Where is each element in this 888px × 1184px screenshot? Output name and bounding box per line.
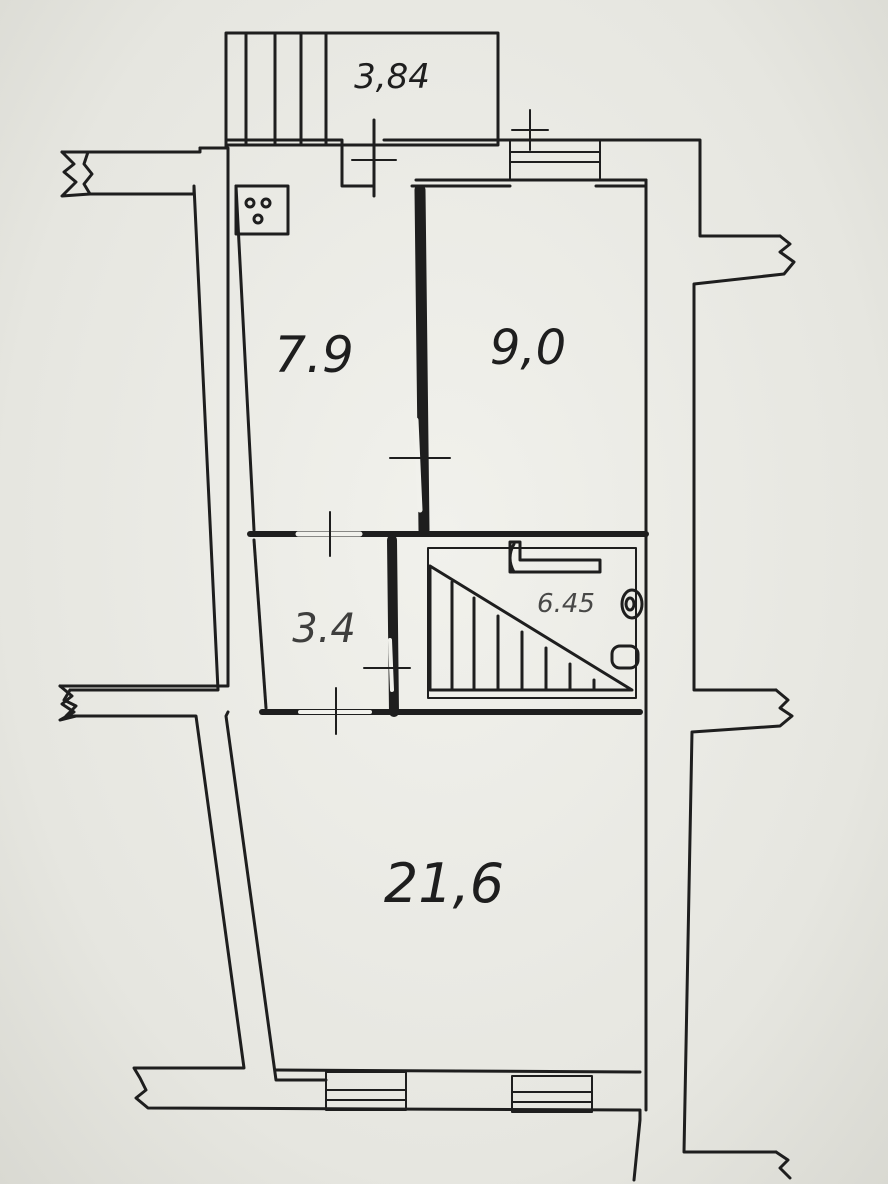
top-wall-right xyxy=(382,138,782,238)
outer-wall-right-lower xyxy=(682,688,794,1154)
kitchen-left-wall xyxy=(234,184,256,532)
break-mark-mid-left xyxy=(58,684,78,722)
toilet xyxy=(610,588,644,670)
bathtub xyxy=(427,547,637,699)
corridor-area-label: 3.4 xyxy=(292,606,356,652)
corridor-left-wall xyxy=(252,538,268,710)
break-mark-top-left xyxy=(60,150,92,198)
stove xyxy=(234,184,290,236)
window-bottom-right xyxy=(511,1075,593,1113)
kitchen-room-partition xyxy=(414,184,430,536)
balcony xyxy=(224,31,500,147)
outer-wall-left-upper-inner xyxy=(58,146,230,688)
sink xyxy=(508,540,602,574)
outer-wall-right-upper xyxy=(692,234,796,692)
outer-wall-left-upper xyxy=(60,150,220,692)
kitchen-area-label: 7.9 xyxy=(274,326,354,384)
living-room-bottom-inner xyxy=(274,1068,642,1074)
bathroom-area-label: 6.45 xyxy=(537,589,595,619)
outer-wall-left-lower-inner xyxy=(224,710,328,1082)
door-opening-bath xyxy=(388,638,394,692)
balcony-door xyxy=(351,118,397,198)
window-top xyxy=(509,109,601,181)
window-bottom-left xyxy=(325,1071,407,1111)
top-wall-left xyxy=(198,138,376,188)
balcony-area-label: 3,84 xyxy=(354,57,430,97)
door-opening-kitchen xyxy=(413,417,423,513)
outer-wall-left-lower xyxy=(62,688,642,1182)
balcony-outline xyxy=(224,31,500,147)
break-mark-bottom-right xyxy=(774,1150,792,1180)
living-room-area-label: 21,6 xyxy=(384,852,504,915)
room-area-label: 9,0 xyxy=(490,320,566,376)
